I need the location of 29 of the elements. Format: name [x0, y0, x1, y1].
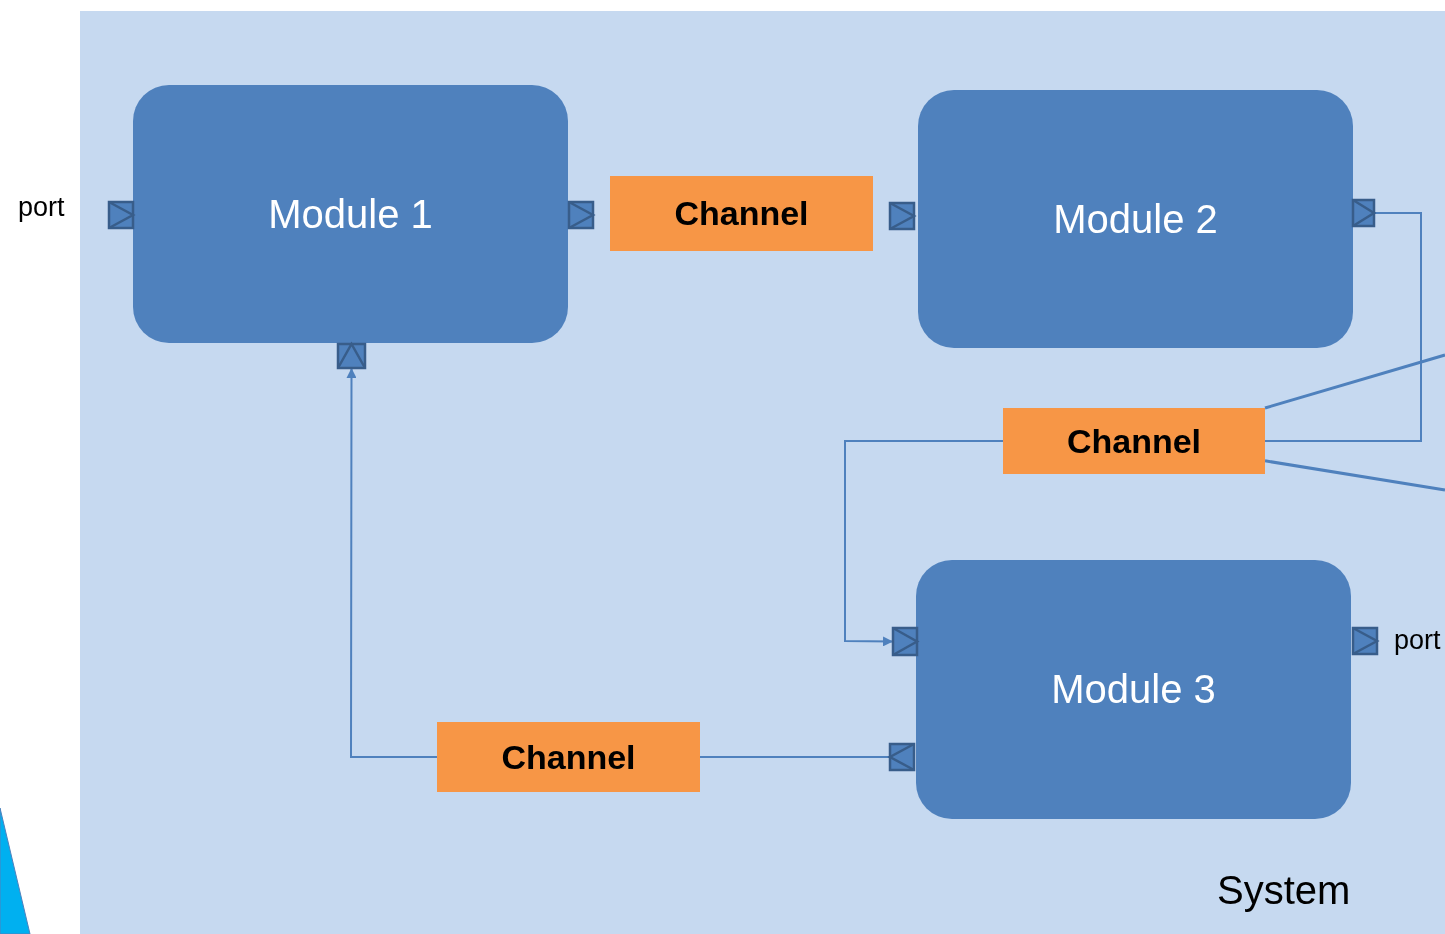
channel-label: Channel — [1066, 421, 1202, 461]
connector-line — [699, 756, 890, 758]
channel-box — [1003, 408, 1265, 474]
port-label: port — [18, 192, 65, 223]
port-label: port — [1394, 625, 1441, 656]
arrow — [346, 368, 438, 758]
connector-line — [1264, 212, 1422, 442]
module-label: Module 2 — [1053, 196, 1218, 242]
module-label: Module 1 — [268, 191, 433, 237]
module-label: Module 3 — [1051, 667, 1216, 712]
container-title: System — [1217, 868, 1351, 913]
channel-label: Channel — [674, 194, 809, 233]
module-box — [918, 90, 1353, 348]
channel-box — [610, 176, 873, 251]
channel-label: Channel — [501, 737, 636, 777]
port-box — [1352, 627, 1378, 655]
connector-line — [1264, 459, 1445, 492]
arrow — [844, 440, 1004, 647]
module-box — [916, 560, 1351, 819]
port-box — [108, 201, 134, 229]
connector-line — [1264, 353, 1445, 410]
port-box — [568, 201, 594, 229]
port-box — [889, 202, 915, 230]
module-box — [133, 85, 568, 343]
port-box — [337, 343, 366, 369]
port-box — [889, 743, 915, 771]
port-box — [892, 627, 918, 656]
channel-box — [437, 722, 700, 792]
port-box — [1352, 199, 1375, 227]
